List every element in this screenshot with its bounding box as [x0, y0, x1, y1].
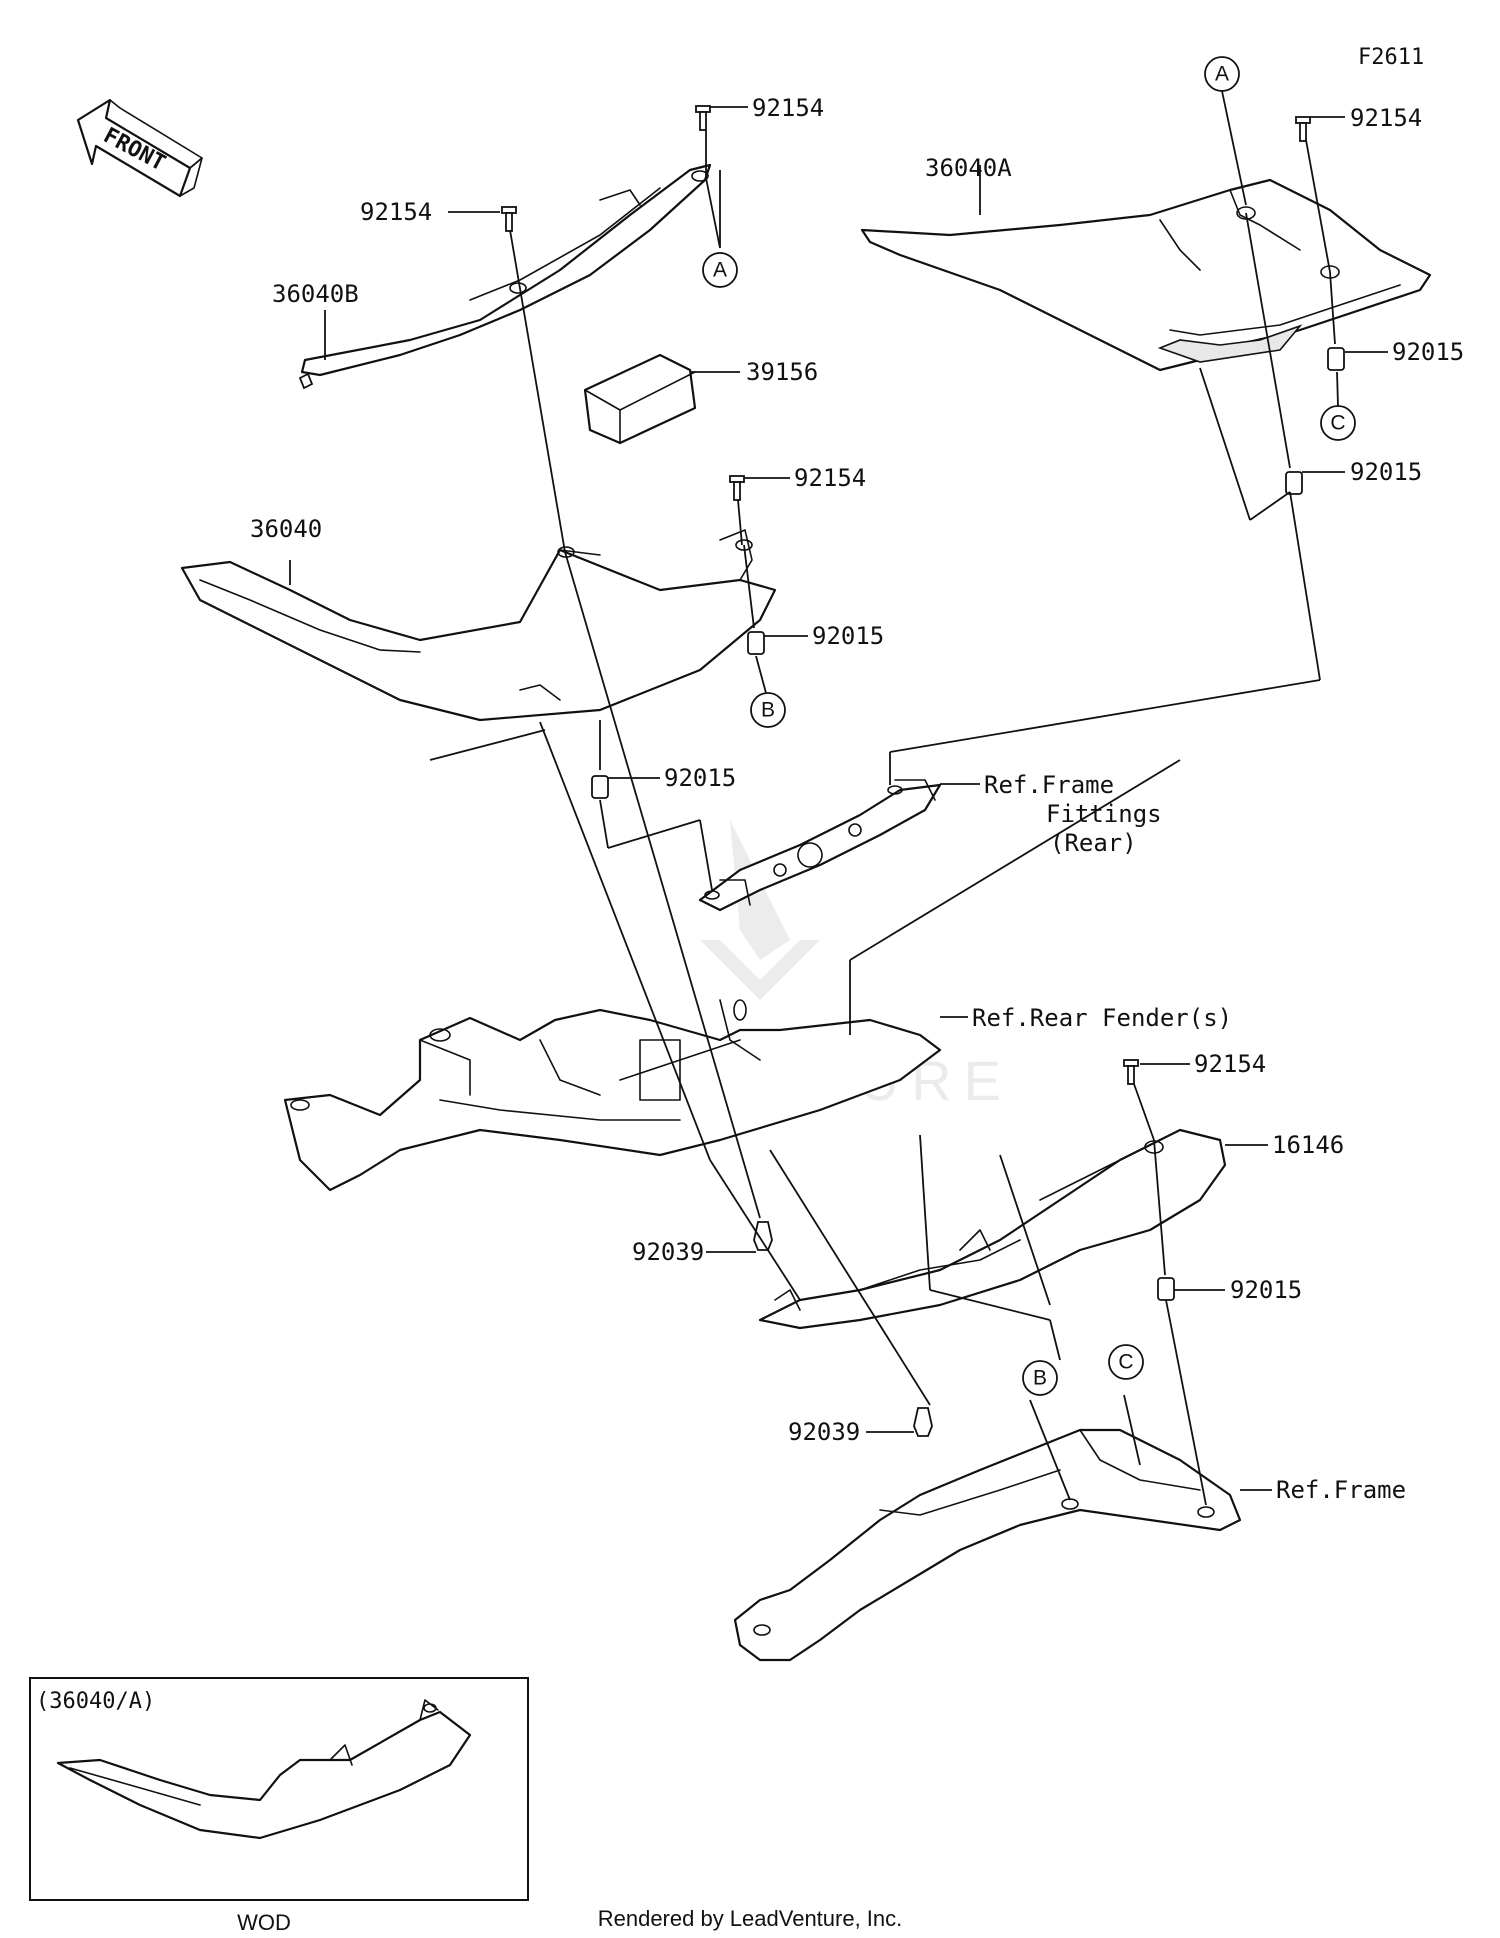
collar-92015-b-icon [1285, 471, 1303, 495]
part-label-92154-d: 92154 [794, 464, 866, 492]
callout-C-bottom: C [1108, 1344, 1144, 1380]
part-label-92015-a: 92015 [1392, 338, 1464, 366]
part-label-36040A: 36040A [925, 154, 1012, 182]
part-frame-fittings-drawing [698, 779, 942, 912]
callout-B-mid: B [750, 655, 786, 728]
bolt-92154-c-icon [1295, 116, 1311, 142]
callout-C-top: C [1320, 371, 1356, 441]
part-label-92039-a: 92039 [632, 1238, 704, 1266]
bolt-92154-d-icon [729, 475, 745, 501]
figure-code: F2611 [1358, 45, 1424, 70]
part-16146-drawing [758, 1128, 1227, 1330]
callout-B-mid-text: B [761, 699, 775, 722]
inset-36040A: (36040/A) [29, 1677, 529, 1901]
ref-label-frame-fittings-line1: Ref.Frame [984, 771, 1114, 799]
bolt-92154-a-icon [695, 105, 711, 131]
part-39156-drawing [583, 353, 697, 445]
rivet-92039-b-icon [913, 1407, 933, 1437]
ref-label-rear-fender: Ref.Rear Fender(s) [972, 1004, 1232, 1032]
callout-B-bottom: B [1022, 1360, 1058, 1396]
ref-label-frame-fittings-line2: Fittings [1046, 800, 1162, 828]
callout-A-top-text: A [713, 259, 727, 282]
part-label-36040: 36040 [250, 515, 322, 543]
ref-label-frame: Ref.Frame [1276, 1476, 1406, 1504]
part-label-92015-b: 92015 [1350, 458, 1422, 486]
part-label-92039-b: 92039 [788, 1418, 860, 1446]
part-label-39156: 39156 [746, 358, 818, 386]
part-label-92154-a: 92154 [752, 94, 824, 122]
part-label-92154-e: 92154 [1194, 1050, 1266, 1078]
ref-label-frame-fittings-line3: (Rear) [1050, 829, 1137, 857]
part-36040B-drawing [298, 163, 712, 390]
part-label-16146: 16146 [1272, 1131, 1344, 1159]
part-label-92154-b: 92154 [360, 198, 432, 226]
part-frame-drawing [733, 1428, 1242, 1662]
front-arrow-icon: FRONT [76, 98, 203, 198]
collar-92015-a-icon [1327, 347, 1345, 371]
collar-92015-c-icon [747, 631, 765, 655]
inset-caption: WOD [237, 1910, 291, 1935]
bolt-92154-b-icon [501, 206, 517, 232]
part-36040A-drawing [860, 178, 1432, 372]
callout-C-bottom-text: C [1118, 1351, 1133, 1374]
part-label-92015-d: 92015 [664, 764, 736, 792]
part-label-36040B: 36040B [272, 280, 359, 308]
callout-A-right: A [1204, 56, 1247, 206]
footer-credit: Rendered by LeadVenture, Inc. [598, 1906, 903, 1931]
collar-92015-d-icon [591, 775, 609, 799]
collar-92015-e-icon [1157, 1277, 1175, 1301]
part-36040-drawing [180, 529, 777, 722]
leader-lines [289, 106, 1388, 1506]
bolt-92154-e-icon [1123, 1059, 1139, 1085]
part-rear-fender-drawing [283, 999, 942, 1192]
callout-A-top: A [702, 177, 738, 288]
callout-C-top-text: C [1330, 412, 1345, 435]
callout-A-right-text: A [1215, 63, 1229, 86]
part-label-92015-c: 92015 [812, 622, 884, 650]
rivet-92039-a-icon [753, 1221, 773, 1251]
part-label-92154-c: 92154 [1350, 104, 1422, 132]
inset-title: (36040/A) [36, 1689, 155, 1714]
part-label-92015-e: 92015 [1230, 1276, 1302, 1304]
callout-B-bottom-text: B [1033, 1367, 1047, 1390]
